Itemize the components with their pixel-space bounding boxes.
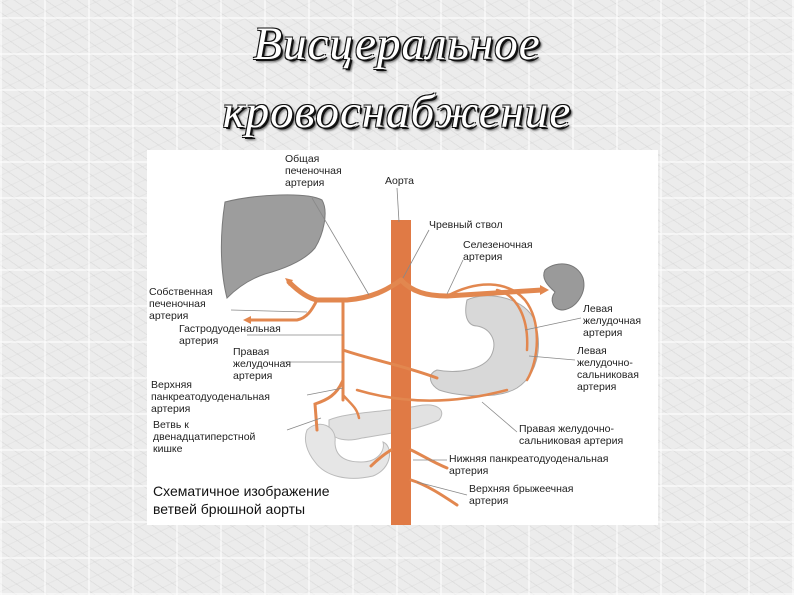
label-duodenal-1: Ветвь к	[153, 419, 189, 431]
label-sup-pd-3: артерия	[151, 403, 190, 415]
label-right-ge-2: сальниковая артерия	[519, 435, 623, 447]
pancreas	[328, 404, 443, 441]
label-left-ge-1: Левая	[577, 345, 607, 357]
arrow-hepatic	[285, 278, 293, 286]
label-proper-hepatic-2: печеночная	[149, 298, 206, 310]
label-left-gastric-3: артерия	[583, 327, 622, 339]
label-sma-1: Верхняя брыжеечная	[469, 483, 573, 495]
label-right-gastric: Правая желудочная артерия	[233, 346, 294, 382]
label-superior-mesenteric: Верхняя брыжеечная артерия	[469, 483, 576, 507]
label-superior-pancreaticoduodenal: Верхняя панкреатодуоденальная артерия	[151, 379, 273, 415]
label-right-gastric-3: артерия	[233, 370, 272, 382]
label-duodenal-2: двенадцатиперстной	[153, 431, 256, 443]
label-sma-2: артерия	[469, 495, 508, 507]
title-line-1: Висцеральное	[253, 18, 541, 70]
liver	[220, 194, 326, 299]
label-common-hepatic-3: артерия	[285, 177, 324, 189]
arrow-proper-hepatic	[243, 316, 251, 324]
leader-lines	[230, 187, 582, 496]
label-gastroduodenal: Гастродуоденальная артерия	[179, 323, 284, 347]
label-common-hepatic-1: Общая	[285, 153, 319, 165]
title-line-2: кровоснабжение	[222, 86, 572, 138]
label-duodenal-branch: Ветвь к двенадцатиперстной кишке	[153, 419, 258, 455]
label-sup-pd-2: панкреатодуоденальная	[151, 391, 270, 403]
label-common-hepatic: Общая печеночная артерия	[285, 153, 345, 189]
label-inf-pd-1: Нижняя панкреатодуоденальная	[449, 453, 608, 465]
caption-line-2: ветвей брюшной аорты	[153, 501, 305, 517]
label-left-ge-2: желудочно-	[577, 357, 633, 369]
arrow-splenic	[540, 285, 549, 295]
stomach	[430, 295, 539, 397]
label-common-hepatic-2: печеночная	[285, 165, 342, 177]
label-aorta: Аорта	[385, 175, 414, 187]
label-left-ge-4: артерия	[577, 381, 616, 393]
diagram-caption: Схематичное изображение ветвей брюшной а…	[153, 483, 333, 517]
label-duodenal-3: кишке	[153, 443, 183, 455]
label-right-ge-1: Правая желудочно-	[519, 423, 615, 435]
visceral-blood-supply-diagram: Общая печеночная артерия Аорта Чревный с…	[149, 153, 644, 525]
aorta-vessel	[391, 220, 411, 525]
caption-line-1: Схематичное изображение	[153, 483, 330, 499]
label-left-ge-3: сальниковая	[577, 369, 639, 381]
label-right-gastroepiploic: Правая желудочно- сальниковая артерия	[519, 423, 623, 447]
spleen	[543, 263, 585, 311]
label-proper-hepatic-1: Собственная	[149, 286, 213, 298]
label-splenic-2: артерия	[463, 251, 502, 263]
label-celiac-trunk: Чревный ствол	[429, 219, 503, 231]
label-left-gastric-2: желудочная	[583, 315, 641, 327]
label-left-gastric-1: Левая	[583, 303, 613, 315]
arteries	[245, 277, 545, 507]
duodenum	[304, 423, 391, 479]
label-left-gastroepiploic: Левая желудочно- сальниковая артерия	[577, 345, 642, 393]
label-inferior-pancreaticoduodenal: Нижняя панкреатодуоденальная артерия	[449, 453, 611, 477]
label-splenic: Селезеночная артерия	[463, 239, 535, 263]
label-inf-pd-2: артерия	[449, 465, 488, 477]
label-proper-hepatic: Собственная печеночная артерия	[149, 286, 216, 322]
label-proper-hepatic-3: артерия	[149, 310, 188, 322]
label-left-gastric: Левая желудочная артерия	[583, 303, 644, 339]
label-right-gastric-2: желудочная	[233, 358, 291, 370]
label-gastroduodenal-1: Гастродуоденальная	[179, 323, 281, 335]
diagram-panel: Общая печеночная артерия Аорта Чревный с…	[147, 150, 658, 525]
label-right-gastric-1: Правая	[233, 346, 269, 358]
label-splenic-1: Селезеночная	[463, 239, 533, 251]
label-gastroduodenal-2: артерия	[179, 335, 218, 347]
label-sup-pd-1: Верхняя	[151, 379, 192, 391]
